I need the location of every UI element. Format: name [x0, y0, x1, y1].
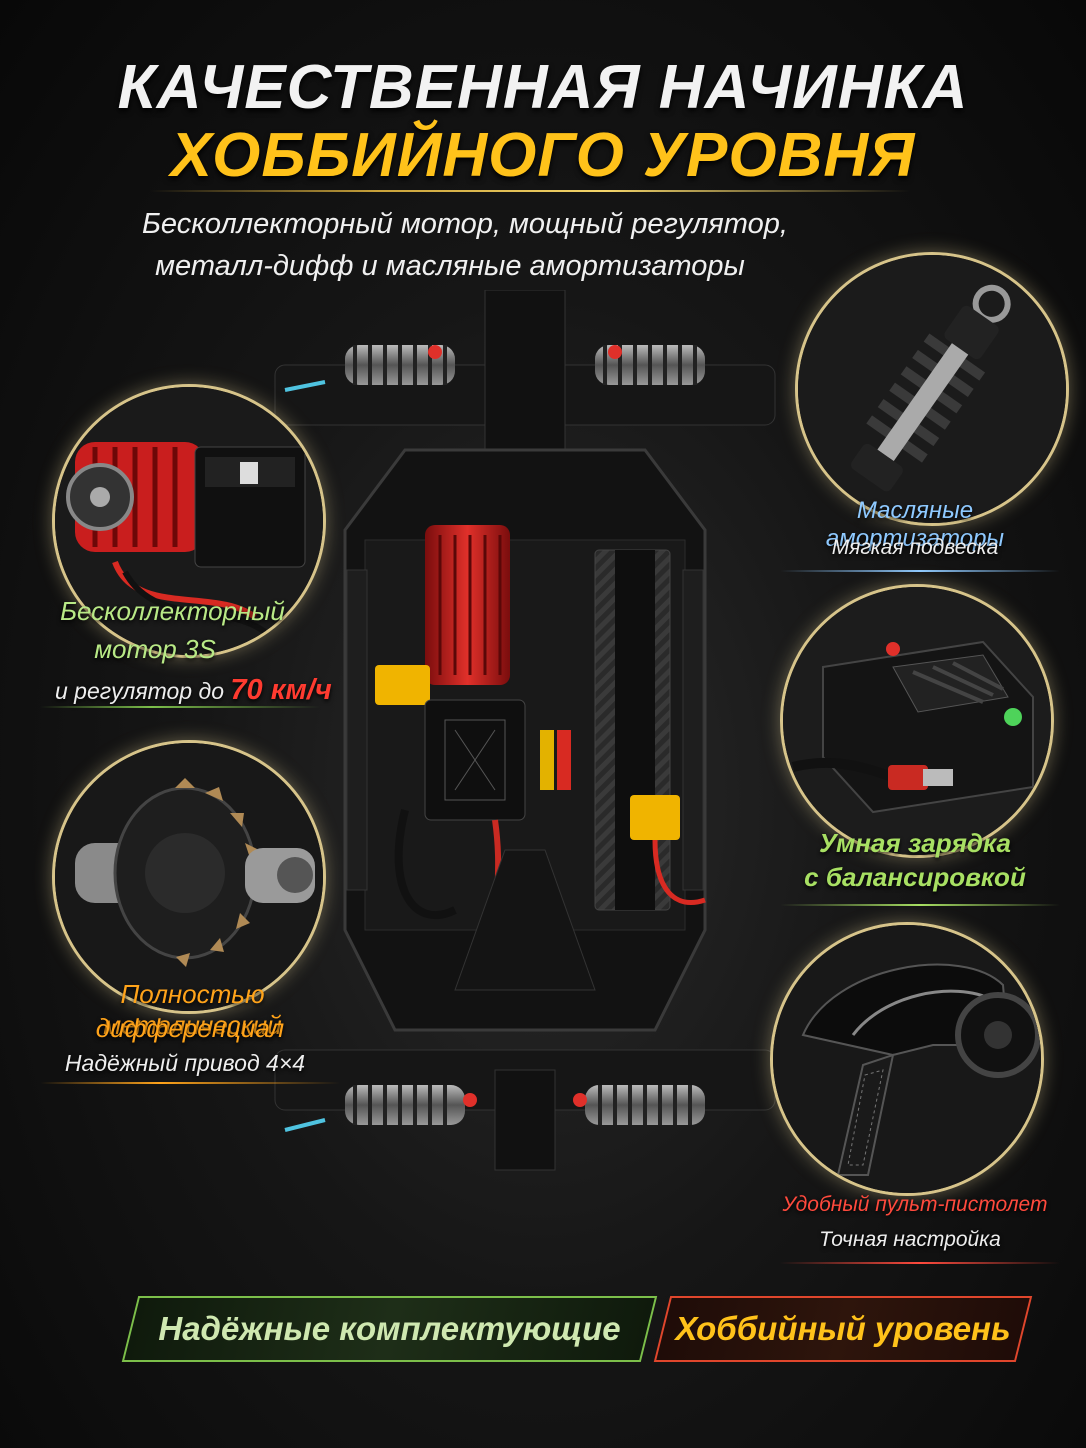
badge-hobby-level-label: Хоббийный уровень: [675, 1310, 1011, 1347]
charger-label-1: Умная зарядка: [819, 828, 1011, 858]
diff-label-2: дифференциал: [95, 1013, 285, 1043]
shocks-title: Масляные амортизаторы: [825, 497, 1005, 552]
shocks-subtitle: Мягкая подвеска: [831, 536, 999, 559]
motor-label-3-prefix: и регулятор до: [55, 678, 224, 704]
remote-underline: [780, 1262, 1060, 1264]
motor-underline: [40, 706, 320, 708]
header-divider: [150, 190, 910, 192]
charger-image: [780, 584, 1054, 858]
remote-subtitle: Точная настройка: [819, 1228, 1001, 1251]
top-speed-highlight: 70 км/ч: [230, 674, 332, 706]
subtitle-line-2: металл-дифф и масляные амортизаторы: [155, 250, 745, 282]
remote-controller-image: [770, 922, 1044, 1196]
badge-reliable-components: Надёжные комплектующие: [121, 1296, 658, 1362]
motor-esc-image: [52, 384, 326, 658]
charger-label-2: с балансировкой: [804, 862, 1026, 892]
chassis-image: [255, 289, 795, 1180]
diff-label-3: Надёжный привод 4×4: [64, 1050, 306, 1076]
badge-hobby-level: Хоббийный уровень: [653, 1296, 1033, 1362]
shocks-underline: [780, 570, 1060, 572]
remote-title: Удобный пульт-пистолет: [782, 1193, 1048, 1216]
title-line-1: КАЧЕСТВЕННАЯ НАЧИНКА: [117, 53, 969, 122]
motor-label-2: мотор 3S: [94, 634, 216, 664]
motor-label-1: Бесколлекторный: [60, 596, 285, 626]
subtitle-line-1: Бесколлекторный мотор, мощный регулятор,: [142, 208, 788, 240]
charger-underline: [780, 904, 1060, 906]
badge-reliable-components-label: Надёжные комплектующие: [158, 1310, 621, 1347]
motor-label-3: и регулятор до 70 км/ч: [55, 674, 332, 707]
diff-label-1: Полностью металический: [103, 979, 282, 1040]
shock-absorber-image: [795, 252, 1069, 526]
differential-image: [52, 740, 326, 1014]
title-line-2: ХОББИЙНОГО УРОВНЯ: [170, 121, 916, 190]
diff-underline: [40, 1082, 340, 1084]
